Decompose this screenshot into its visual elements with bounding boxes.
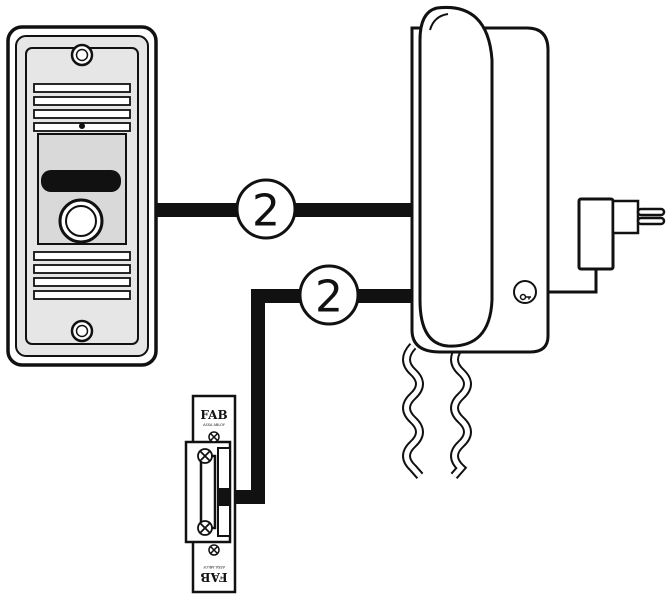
lock-brand-top-sub: ASSA ABLOY (203, 423, 226, 427)
screw-icon (208, 544, 220, 556)
wire-count-badge-lower: 2 (298, 264, 360, 326)
screw-icon (197, 448, 213, 464)
wire-count-upper: 2 (252, 186, 280, 237)
adapter-body (577, 197, 615, 271)
handset-receiver (418, 5, 494, 348)
name-plate (41, 170, 121, 192)
screw-inner (75, 48, 89, 62)
wire-count-badge-upper: 2 (235, 178, 297, 240)
screw-icon (70, 319, 94, 343)
terminal-clamp (219, 488, 229, 506)
wire-lock-to-handset (232, 289, 412, 504)
electric-strike: FAB ASSA ABLOY FAB ASSA ABLOY (184, 394, 237, 594)
screw-inner (75, 324, 89, 338)
key-icon (519, 293, 531, 301)
adapter-plug-block (611, 199, 640, 235)
screw-icon (197, 520, 213, 536)
power-adapter (577, 197, 666, 271)
plug-pin-icon (636, 207, 666, 226)
strike-keeper (199, 454, 217, 530)
power-cable (548, 268, 598, 294)
coiled-cord (402, 342, 472, 479)
door-release-button (513, 280, 537, 304)
lock-brand-top: FAB (200, 408, 227, 422)
receiver-highlight (429, 13, 449, 31)
speaker-grille-bottom (33, 251, 131, 300)
wire-count-lower: 2 (315, 272, 343, 323)
screw-icon (208, 431, 220, 443)
lock-brand-bottom-sub: ASSA ABLOY (202, 565, 225, 569)
lock-brand-bottom: FAB (200, 570, 227, 584)
microphone-icon (79, 123, 85, 129)
call-button-inner (65, 205, 97, 237)
handset-unit (402, 5, 550, 479)
screw-icon (70, 43, 94, 67)
door-station (6, 25, 158, 367)
